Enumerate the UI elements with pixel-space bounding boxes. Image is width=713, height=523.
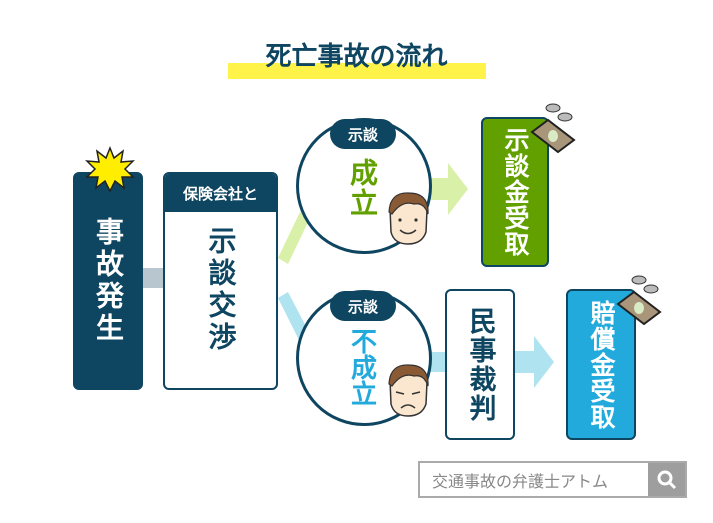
accident-label: 事故発生 xyxy=(92,217,125,345)
search-bar[interactable]: 交通事故の弁護士アトム xyxy=(418,461,687,498)
money-icon xyxy=(616,275,662,326)
sad-face-icon xyxy=(388,364,429,417)
happy-face-icon xyxy=(388,192,429,245)
accident-box: 事故発生 xyxy=(73,172,143,390)
search-button[interactable] xyxy=(648,463,685,496)
search-label: 交通事故の弁護士アトム xyxy=(432,471,609,491)
money-icon xyxy=(530,103,576,154)
settlement-received-label: 示談金受取 xyxy=(501,127,530,257)
settlement-pill: 示談 xyxy=(330,291,396,321)
negotiation-box: 保険会社と 示談交渉 xyxy=(163,172,278,390)
settlement-received-box: 示談金受取 xyxy=(481,117,549,267)
success-result: 成立 xyxy=(346,158,379,218)
civil-trial-box: 民事裁判 xyxy=(445,289,515,440)
connector xyxy=(428,352,448,372)
settlement-pill: 示談 xyxy=(330,119,396,149)
title-highlight xyxy=(228,63,486,79)
negotiation-label: 示談交渉 xyxy=(204,226,238,354)
starburst-icon xyxy=(85,146,135,192)
failure-result: 不成立 xyxy=(346,328,377,406)
page-title: 死亡事故の流れ xyxy=(265,42,448,72)
search-icon xyxy=(657,470,676,489)
civil-trial-label: 民事裁判 xyxy=(464,306,496,423)
compensation-received-box: 賠償金受取 xyxy=(566,289,636,440)
compensation-received-label: 賠償金受取 xyxy=(587,299,616,430)
arrow-right-icon xyxy=(428,163,468,215)
arrow-right-icon xyxy=(514,336,554,388)
connector xyxy=(143,268,165,288)
negotiation-header: 保険会社と xyxy=(165,174,276,212)
